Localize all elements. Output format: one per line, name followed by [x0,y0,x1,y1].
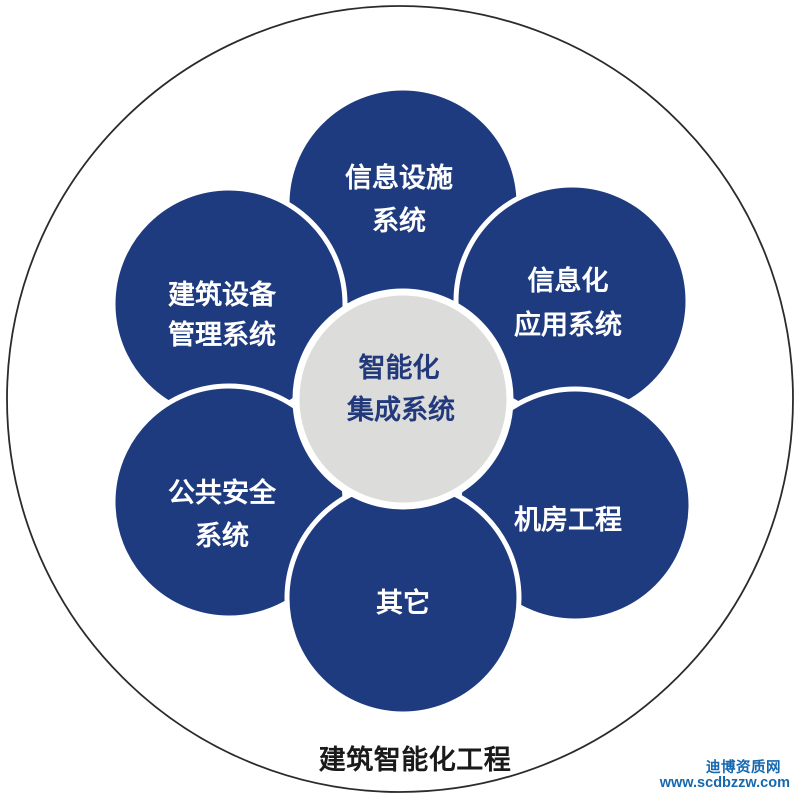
petal-label-line2: 应用系统 [514,309,622,340]
petal-label-line1: 机房工程 [514,505,622,535]
watermark: 迪博资质网 www.scdbzzw.com [659,758,790,791]
petal-label-line1: 信息化 [528,265,609,296]
outer-boundary-circle [6,5,794,793]
petal-label-line1: 公共安全 [168,477,277,508]
center-circle [292,288,514,510]
center-node-intelligent-integration-system: 智能化 集成系统 [292,288,514,510]
petal-label-line1: 其它 [376,587,430,618]
watermark-site-url: www.scdbzzw.com [659,775,790,791]
petal-building-equipment-management-system: 建筑设备 管理系统 [110,185,348,423]
petal-informatization-application-system: 信息化 应用系统 [453,182,691,420]
petal-label-line1: 建筑设备 [168,279,277,310]
petal-label-line2: 管理系统 [168,319,276,350]
diagram-caption: 建筑智能化工程 [319,744,512,775]
petal-label-line2: 系统 [372,205,426,236]
center-label-line2: 集成系统 [346,394,455,425]
watermark-site-name: 迪博资质网 [706,758,781,776]
petal-label-line2: 系统 [195,520,249,551]
center-label-line1: 智能化 [359,352,440,383]
petal-label-line1: 信息设施 [345,162,453,193]
petal-others: 其它 [284,479,522,717]
